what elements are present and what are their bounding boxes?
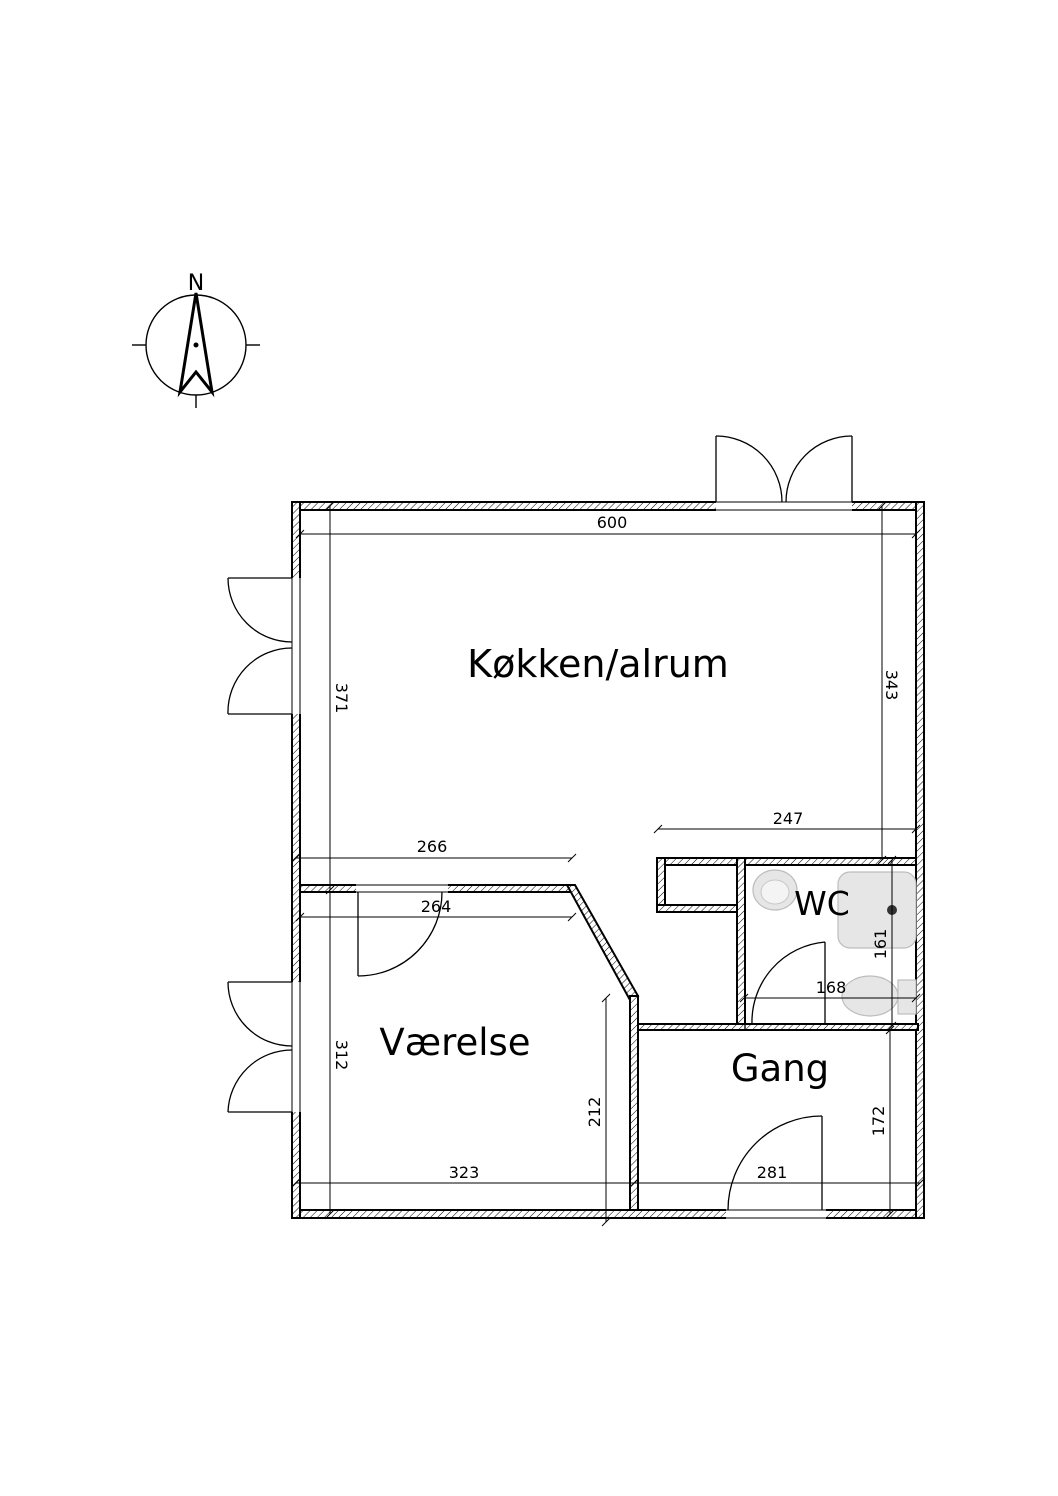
dim-281: 281 bbox=[757, 1163, 788, 1182]
room-label-hall: Gang bbox=[731, 1047, 829, 1090]
compass-north-label: N bbox=[188, 271, 204, 296]
dim-212: 212 bbox=[585, 1097, 604, 1128]
dim-323: 323 bbox=[449, 1163, 480, 1182]
shower-icon bbox=[837, 871, 917, 949]
dim-168: 168 bbox=[816, 978, 847, 997]
dimension-lines bbox=[291, 501, 925, 1227]
wall-openings bbox=[291, 501, 852, 1219]
wc-fixtures bbox=[752, 869, 917, 1017]
toilet-icon bbox=[841, 975, 899, 1017]
dim-247: 247 bbox=[773, 809, 804, 828]
dim-312: 312 bbox=[332, 1040, 351, 1071]
north-arrow-icon: N bbox=[132, 271, 260, 408]
dim-172: 172 bbox=[869, 1106, 888, 1137]
dim-161: 161 bbox=[871, 929, 890, 960]
dim-600: 600 bbox=[597, 513, 628, 532]
dim-343: 343 bbox=[882, 670, 901, 701]
dim-264: 264 bbox=[421, 897, 452, 916]
room-label-wc: WC bbox=[794, 884, 850, 923]
dim-371: 371 bbox=[332, 683, 351, 714]
room-label-bedroom: Værelse bbox=[379, 1021, 530, 1064]
doors bbox=[227, 435, 853, 1211]
walls bbox=[291, 501, 925, 1219]
room-label-kitchen: Køkken/alrum bbox=[467, 642, 729, 686]
dim-266: 266 bbox=[417, 837, 448, 856]
